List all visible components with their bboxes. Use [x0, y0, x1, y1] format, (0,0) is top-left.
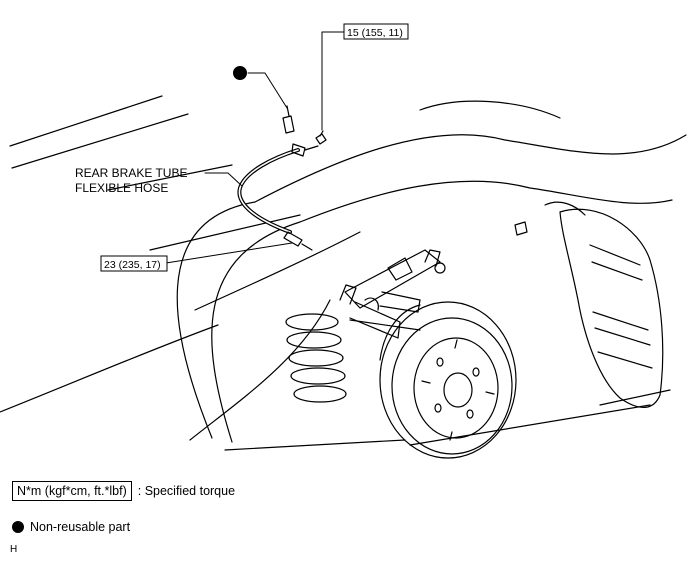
torque-legend-desc: : Specified torque	[137, 484, 236, 498]
image-code: H	[10, 544, 18, 555]
bracket-bolt	[315, 130, 327, 145]
gasket-part	[282, 105, 295, 134]
brake-drum	[379, 301, 517, 459]
legend-non-reusable: Non-reusable part	[12, 520, 130, 534]
torque-lower-text: 23 (235, 17)	[104, 259, 161, 271]
torque-upper-text: 15 (155, 11)	[347, 27, 403, 39]
flexible-hose	[237, 143, 319, 251]
mud-flap	[514, 201, 664, 408]
leader-lines	[165, 31, 345, 264]
body-panel-lines	[9, 95, 233, 191]
non-reusable-desc: Non-reusable part	[30, 520, 131, 534]
coil-spring	[285, 313, 347, 403]
torque-callout-upper: 15 (155, 11)	[343, 23, 409, 40]
hose-label-line2: FLEXIBLE HOSE	[75, 181, 168, 195]
non-reusable-dot	[233, 66, 247, 80]
non-reusable-icon	[12, 521, 24, 533]
torque-units-box: N*m (kgf*cm, ft.*lbf)	[12, 481, 132, 501]
hose-label: REAR BRAKE TUBE FLEXIBLE HOSE	[75, 166, 187, 195]
hose-label-line1: REAR BRAKE TUBE	[75, 166, 187, 180]
suspension-axle	[339, 249, 446, 339]
torque-callout-lower: 23 (235, 17)	[100, 255, 168, 272]
legend-torque: N*m (kgf*cm, ft.*lbf) : Specified torque	[12, 481, 235, 501]
